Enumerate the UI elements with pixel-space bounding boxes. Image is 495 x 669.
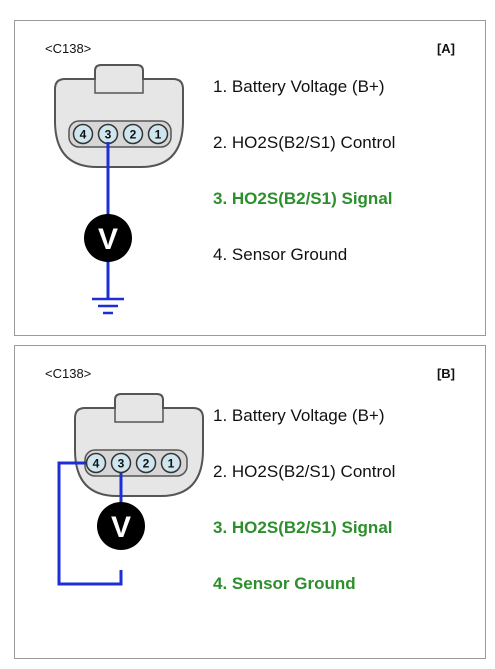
pin-1: 1 [147,123,169,145]
legend-item-1: 1. Battery Voltage (B+) [213,406,385,425]
pin-3: 3 [110,452,132,474]
panel-label: [B] [436,366,455,381]
pin-4: 4 [72,123,94,145]
svg-text:3: 3 [118,457,125,471]
ground-icon [92,297,124,315]
pin-row [68,120,172,148]
connector-latch [114,408,164,423]
panel-b: <C138> [B] 4 3 2 1 V 1. Battery Voltage … [14,345,486,659]
svg-text:2: 2 [130,128,137,142]
legend-item-3: 3. HO2S(B2/S1) Signal [213,189,393,208]
pin-3: 3 [97,123,119,145]
connector-id: <C138> [45,41,92,56]
connector-diagram: 4 3 2 1 V [54,64,184,315]
svg-text:4: 4 [93,457,100,471]
connector-latch [94,79,144,94]
pin-2: 2 [122,123,144,145]
svg-text:V: V [98,223,118,256]
panel-a: <C138> [A] 4 3 2 1 V 1. Battery Voltage … [14,20,486,336]
connector-id: <C138> [45,366,92,381]
connector-housing [54,64,184,168]
pin-4: 4 [85,452,107,474]
voltmeter-icon: V [84,214,132,262]
svg-text:1: 1 [155,128,162,142]
pin-1: 1 [160,452,182,474]
panel-label: [A] [436,41,455,56]
connector-housing [74,393,204,497]
legend-item-3: 3. HO2S(B2/S1) Signal [213,518,393,537]
svg-text:4: 4 [80,128,87,142]
legend-item-1: 1. Battery Voltage (B+) [213,77,385,96]
svg-text:1: 1 [168,457,175,471]
voltmeter-icon: V [97,502,145,550]
legend-item-2: 2. HO2S(B2/S1) Control [213,133,396,152]
legend-item-4: 4. Sensor Ground [213,245,348,264]
svg-text:3: 3 [105,128,112,142]
legend-item-4: 4. Sensor Ground [213,574,356,593]
pin-2: 2 [135,452,157,474]
wire-ground-loop [57,461,123,586]
svg-text:V: V [111,511,131,544]
connector-diagram: 4 3 2 1 V [57,393,204,586]
svg-text:2: 2 [143,457,150,471]
legend-item-2: 2. HO2S(B2/S1) Control [213,462,396,481]
